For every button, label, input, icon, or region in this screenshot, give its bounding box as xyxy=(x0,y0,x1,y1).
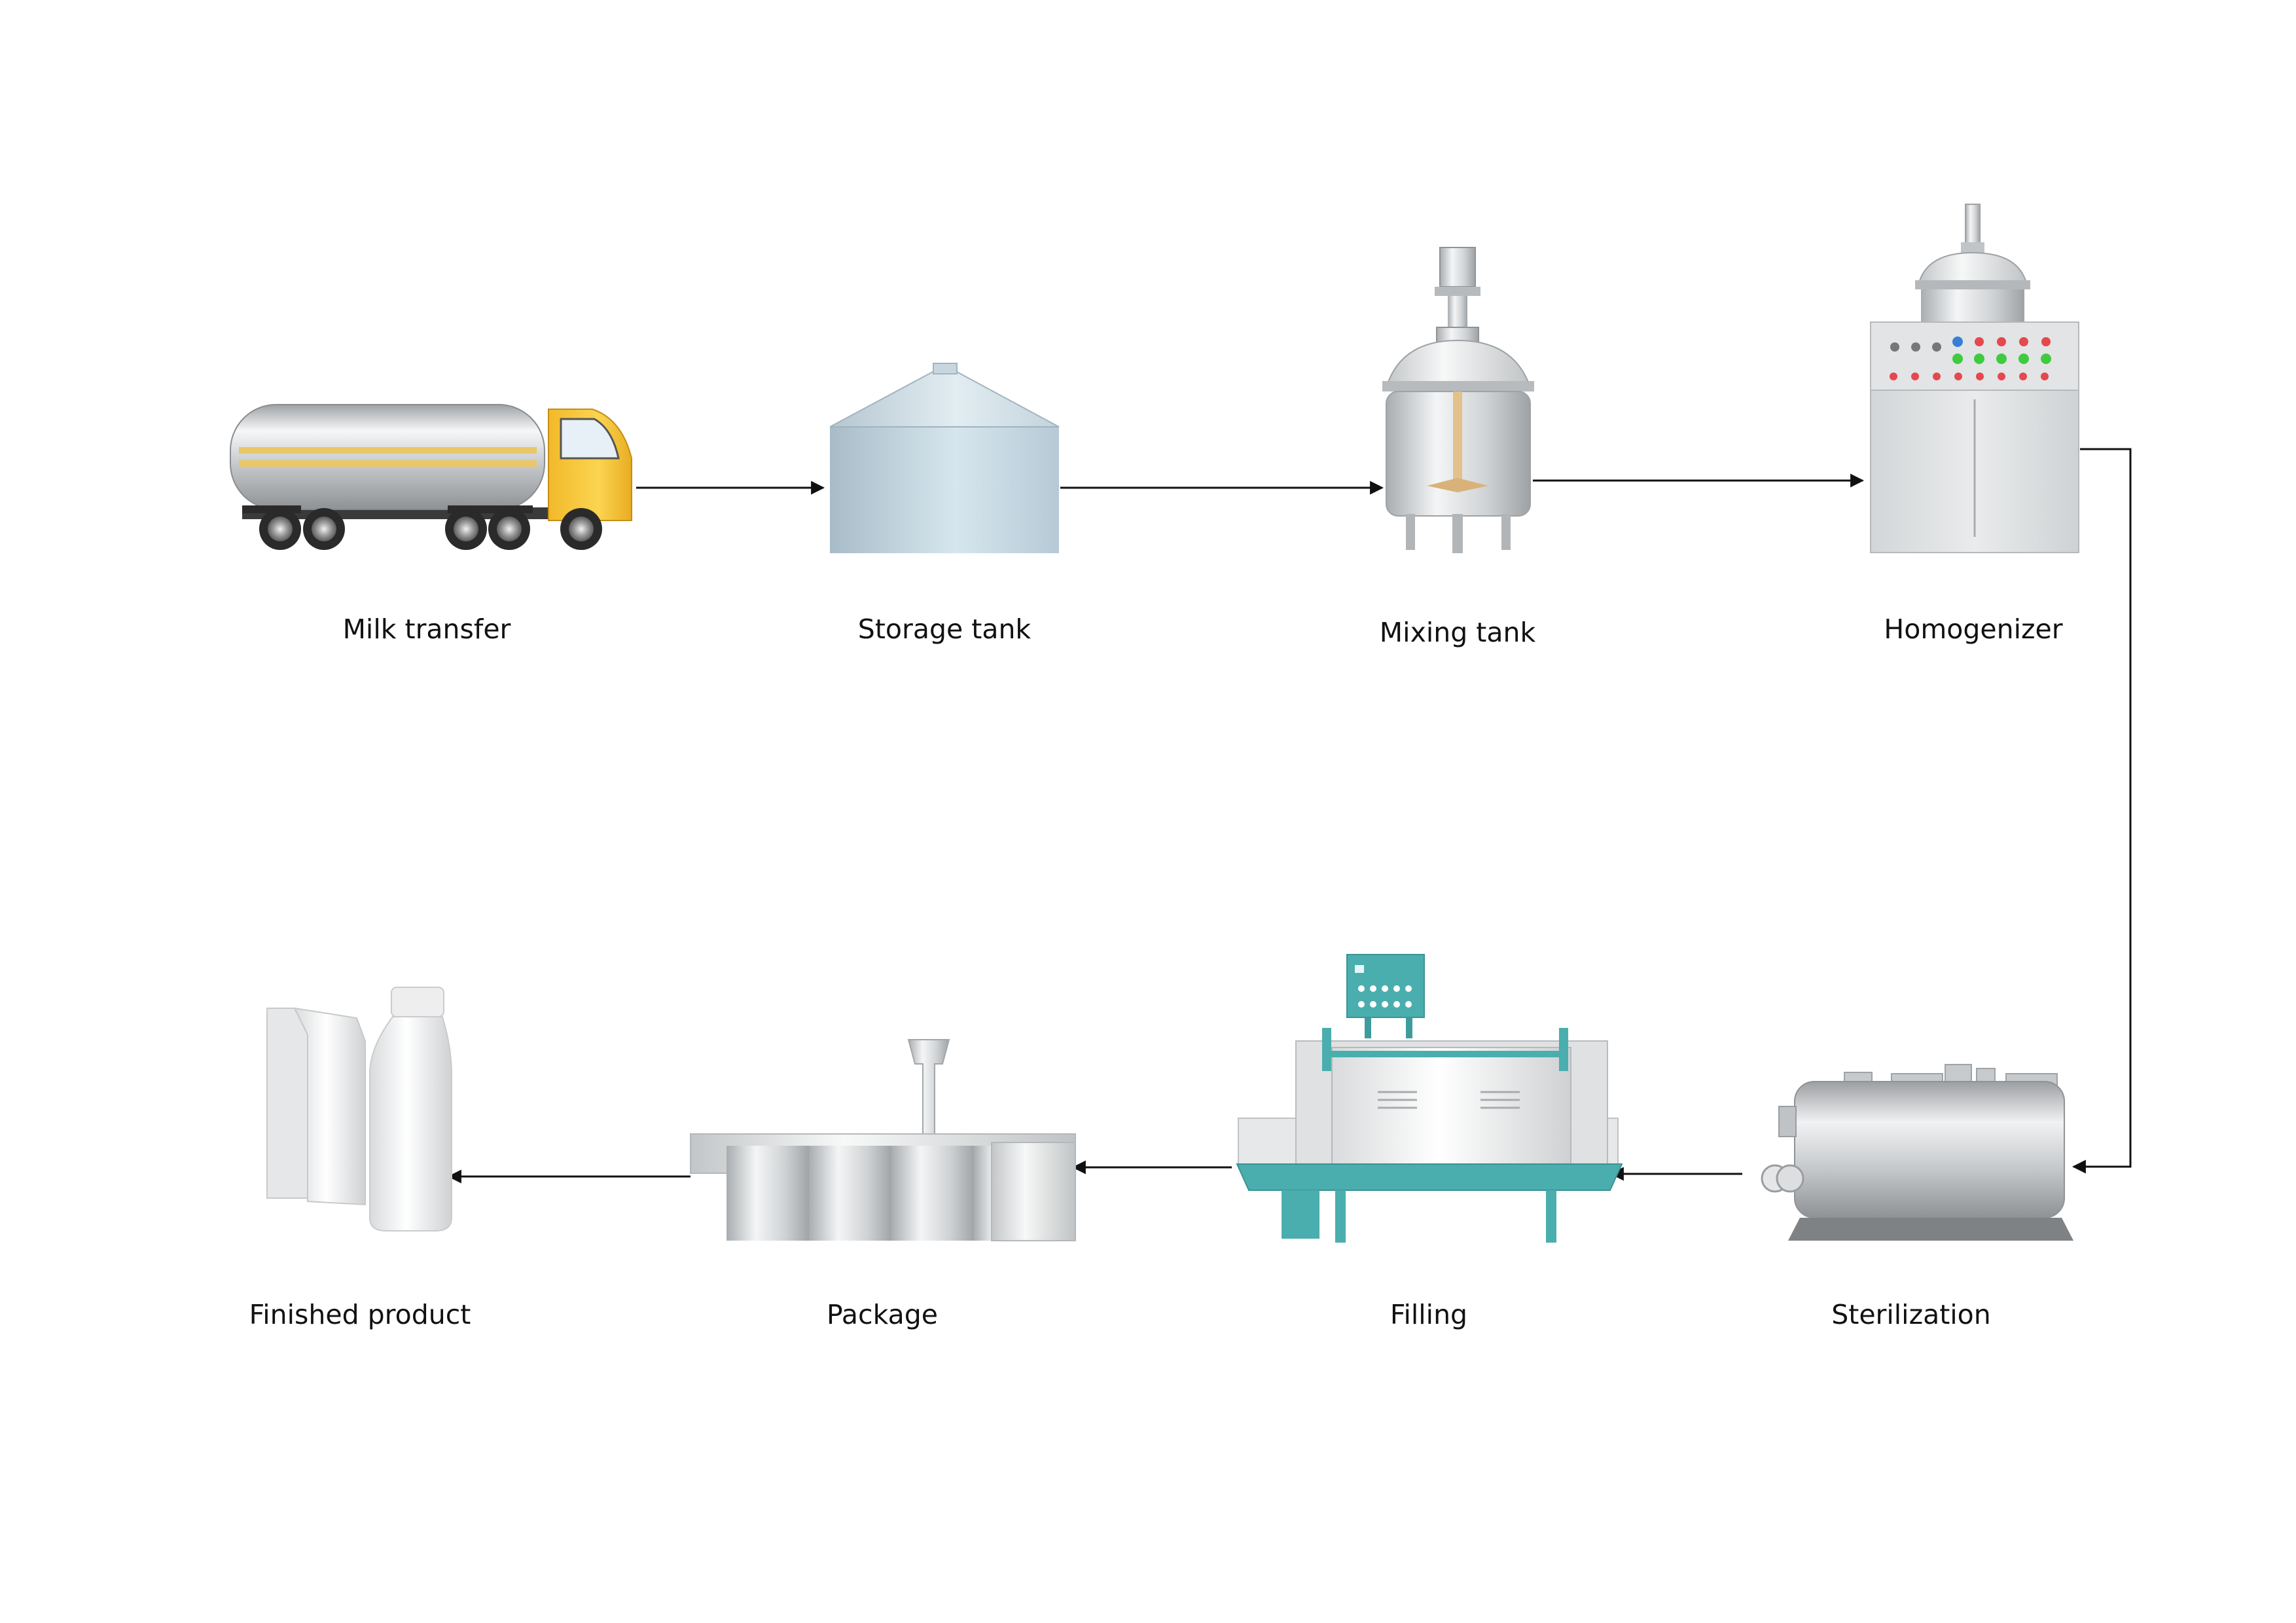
label-finished-product: Finished product xyxy=(249,1299,471,1330)
label-sterilization: Sterilization xyxy=(1831,1299,1991,1330)
label-storage-tank: Storage tank xyxy=(858,613,1031,645)
truck-wheels xyxy=(259,508,602,550)
step-labels: Milk transfer Storage tank Mixing tank H… xyxy=(249,613,2063,1330)
filling-machine-icon xyxy=(1236,954,1623,1243)
homogenizer-icon xyxy=(1870,204,2079,553)
connector-homogenizer-to-sterilization xyxy=(2072,448,2132,1174)
label-mixing-tank: Mixing tank xyxy=(1380,617,1536,648)
label-homogenizer: Homogenizer xyxy=(1884,613,2062,645)
storage-tank-icon xyxy=(829,363,1060,553)
label-package: Package xyxy=(827,1299,938,1330)
homogenizer-control-buttons xyxy=(1890,337,2051,380)
mixing-tank-icon xyxy=(1382,247,1534,553)
finished-product-icon xyxy=(266,987,452,1231)
connectors xyxy=(447,448,2132,1184)
label-filling: Filling xyxy=(1390,1299,1467,1330)
label-milk-transfer: Milk transfer xyxy=(343,613,511,645)
sterilizer-icon xyxy=(1761,1064,2073,1241)
packaging-machine-icon xyxy=(690,1039,1076,1241)
milk-truck-icon xyxy=(230,404,632,550)
